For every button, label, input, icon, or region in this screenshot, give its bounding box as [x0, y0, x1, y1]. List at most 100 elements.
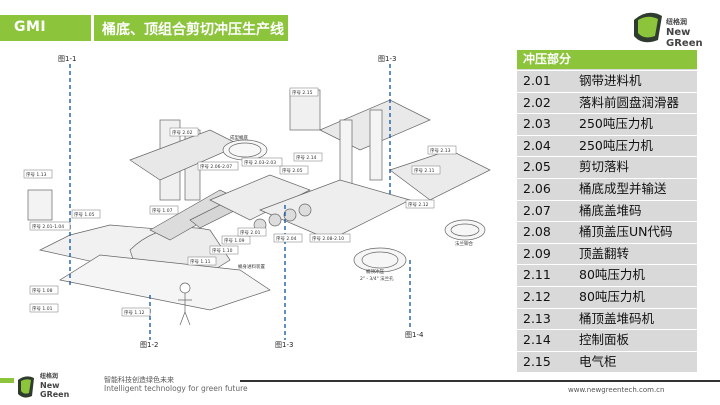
logo-cn: 纽格润: [666, 18, 687, 26]
footer-logo-line1: New: [40, 381, 60, 390]
diagram-note: 桶顶冲压: [366, 268, 384, 275]
svg-text:序号 1.11: 序号 1.11: [190, 258, 211, 265]
item-code: 2.02: [523, 94, 551, 110]
item-name: 顶盖翻转: [579, 245, 630, 261]
page-title: 桶底、顶组合剪切冲压生产线: [102, 22, 284, 38]
svg-text:序号 2.05: 序号 2.05: [282, 167, 303, 174]
panel-heading: 冲压部分: [517, 50, 697, 69]
svg-text:序号 2.01: 序号 2.01: [240, 229, 261, 236]
footer-logo-line2: GReen: [40, 390, 70, 399]
svg-text:序号 2.11: 序号 2.11: [414, 167, 435, 174]
slogan-cn: 智能科技创造绿色未来: [104, 376, 174, 384]
item-code: 2.09: [523, 245, 551, 261]
svg-text:序号 1.10: 序号 1.10: [212, 247, 233, 254]
svg-text:序号 2.14: 序号 2.14: [296, 154, 317, 161]
figure-label: 图1-3: [275, 341, 293, 349]
footer-logo-icon: [18, 376, 34, 398]
svg-text:序号 1.07: 序号 1.07: [152, 207, 173, 214]
panel-row: 2.07 桶底盖堆码: [517, 199, 697, 220]
header-tag-block: [0, 15, 91, 41]
panel-row: 2.09 顶盖翻转: [517, 242, 697, 263]
item-name: 剪切落料: [579, 159, 630, 175]
footer-logo-cn: 纽格润: [40, 373, 59, 380]
slogan-en: Intelligent technology for green future: [104, 384, 248, 393]
svg-text:序号 2.15: 序号 2.15: [292, 89, 313, 96]
item-code: 2.15: [523, 353, 551, 369]
diagram-note: 法兰铆合: [455, 240, 473, 247]
item-name: 250吨压力机: [579, 137, 653, 153]
diagram-tag: 序号 1.01: [29, 303, 59, 313]
title-bar: [94, 15, 288, 41]
item-code: 2.11: [523, 267, 551, 283]
diagram-tag: 序号 1.09: [221, 235, 251, 245]
diagram-tag: 序号 2.11: [411, 165, 441, 175]
svg-text:序号 2.06-2.07: 序号 2.06-2.07: [200, 163, 232, 170]
logo-line2: GReen: [666, 38, 703, 49]
item-code: 2.14: [523, 332, 551, 348]
figure-label: 图1-4: [405, 331, 424, 339]
panel-row: 2.13 桶顶盖堆码机: [517, 307, 697, 328]
brand-logo-icon: [634, 12, 662, 43]
item-name: 电气柜: [579, 353, 617, 369]
svg-text:序号 2.04: 序号 2.04: [276, 235, 297, 242]
panel-row: 2.11 80吨压力机: [517, 264, 697, 284]
item-name: 桶顶盖压UN代码: [579, 224, 673, 240]
panel-row: 2.01 钢带进料机: [517, 70, 697, 90]
diagram-tag: 序号 1.12: [121, 307, 151, 317]
diagram-tag: 序号 2.05: [279, 165, 309, 175]
item-code: 2.04: [523, 137, 551, 153]
figure-label: 图1-1: [58, 55, 76, 63]
svg-text:序号 2.13: 序号 2.13: [430, 147, 451, 154]
item-name: 钢带进料机: [579, 73, 642, 88]
svg-text:序号 2.01-1.04: 序号 2.01-1.04: [32, 223, 64, 230]
website-url: www.newgreentech.com.cn: [568, 386, 665, 394]
diagram-tag: 序号 1.10: [209, 245, 239, 255]
item-name: 桶底盖堆码: [579, 202, 642, 218]
diagram-tag: 序号 2.15: [289, 87, 319, 97]
panel-row: 2.05 剪切落料: [517, 156, 697, 176]
panel-row: 2.15 电气柜: [517, 350, 697, 371]
diagram-tag: 序号 1.07: [149, 205, 179, 215]
footer-divider: [240, 380, 720, 382]
figure-label: 图1-2: [140, 341, 158, 349]
item-name: 桶顶盖堆码机: [579, 310, 655, 326]
item-code: 2.03: [523, 116, 551, 132]
brand-logo-text: 纽格润 New GReen: [666, 18, 703, 49]
item-code: 2.01: [523, 73, 551, 88]
diagram-tag: 序号 2.03-2.03: [241, 157, 283, 167]
svg-text:序号 2.03-2.03: 序号 2.03-2.03: [244, 159, 276, 166]
svg-text:序号 1.09: 序号 1.09: [224, 237, 245, 244]
panel-row: 2.12 80吨压力机: [517, 286, 697, 306]
item-name: 80吨压力机: [579, 267, 645, 283]
item-code: 2.05: [523, 159, 551, 175]
diagram-tag: 序号 2.02: [169, 127, 199, 137]
diagram-tag: 序号 2.01: [237, 227, 267, 237]
svg-text:序号 2.02: 序号 2.02: [172, 129, 193, 136]
panel-row: 2.03 250吨压力机: [517, 113, 697, 133]
item-name: 80吨压力机: [579, 289, 645, 304]
svg-text:序号 1.13: 序号 1.13: [26, 171, 47, 178]
item-code: 2.13: [523, 310, 551, 326]
diagram-tag: 序号 1.11: [187, 256, 217, 266]
diagram-tag: 序号 2.08-2.10: [309, 233, 351, 243]
diagram-tag: 序号 2.12: [405, 199, 435, 209]
svg-text:序号 1.01: 序号 1.01: [32, 305, 53, 312]
diagram-note: 2" - 3/4" 法兰孔: [360, 275, 394, 282]
item-name: 控制面板: [579, 332, 630, 348]
parts-panel: [517, 50, 697, 372]
svg-text:序号 2.08-2.10: 序号 2.08-2.10: [312, 235, 344, 242]
header-tag: GMI: [14, 19, 47, 35]
svg-text:序号 1.12: 序号 1.12: [124, 309, 145, 316]
item-code: 2.12: [523, 289, 551, 304]
svg-text:序号 1.08: 序号 1.08: [32, 287, 53, 294]
svg-text:序号 1.05: 序号 1.05: [74, 211, 95, 218]
svg-text:序号 2.12: 序号 2.12: [408, 201, 429, 208]
item-name: 250吨压力机: [579, 116, 653, 132]
figure-label: 图1-3: [378, 55, 396, 63]
logo-line1: New: [666, 27, 691, 38]
diagram-note: 成型桶底: [230, 134, 248, 141]
item-code: 2.07: [523, 202, 551, 218]
item-name: 桶底成型并输送: [579, 181, 667, 196]
